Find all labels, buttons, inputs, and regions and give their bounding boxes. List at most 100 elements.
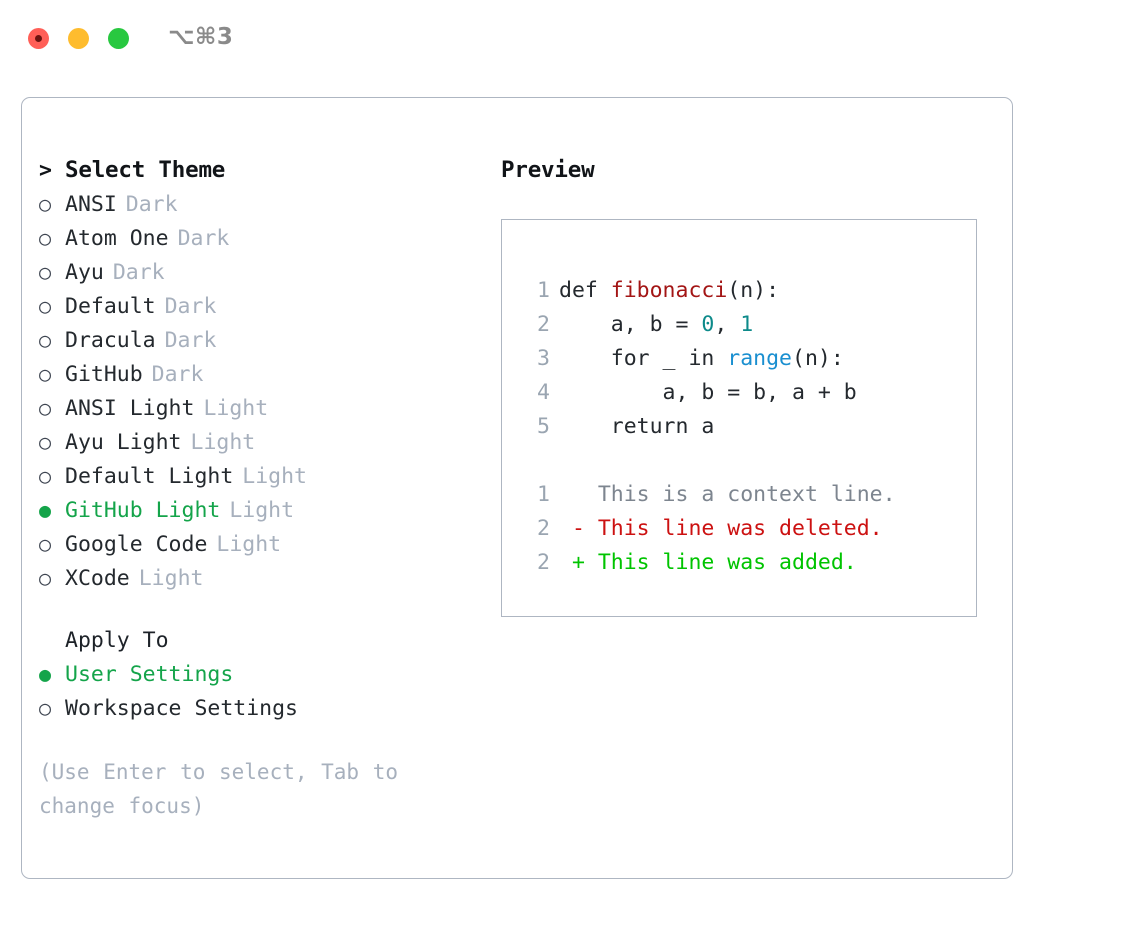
code-token: for _ in bbox=[559, 346, 728, 371]
code-token: (n): bbox=[727, 278, 780, 303]
radio-unselected-icon: ○ bbox=[39, 260, 52, 284]
theme-list-item[interactable]: ○ Dracula Dark bbox=[39, 323, 469, 357]
theme-name: ANSI Light bbox=[65, 396, 195, 421]
theme-name: Dracula bbox=[65, 328, 156, 353]
theme-list-item[interactable]: ○ Atom One Dark bbox=[39, 221, 469, 255]
blank-marker-icon: ○ bbox=[39, 623, 65, 657]
theme-variant-tag: Light bbox=[203, 396, 269, 421]
theme-picker-title-row: > Select Theme bbox=[39, 153, 469, 187]
line-number: 1 bbox=[537, 278, 550, 303]
caret-icon: > bbox=[39, 158, 52, 183]
code-token: def bbox=[559, 278, 611, 303]
code-token: 1 bbox=[740, 312, 754, 337]
spacer bbox=[39, 725, 469, 755]
theme-list-item[interactable]: ○ Ayu Light Light bbox=[39, 425, 469, 459]
theme-list-item[interactable]: ○ Default Dark bbox=[39, 289, 469, 323]
line-number: 2 bbox=[537, 550, 550, 575]
diff-line: 1 This is a context line. bbox=[524, 478, 976, 512]
theme-variant-tag: Dark bbox=[164, 294, 217, 319]
theme-list-item[interactable]: ○ Google Code Light bbox=[39, 527, 469, 561]
theme-variant-tag: Light bbox=[190, 430, 256, 455]
code-token: a, b = bbox=[559, 312, 702, 337]
diff-text: + This line was added. bbox=[559, 550, 857, 575]
code-line: 3 for _ in range(n): bbox=[524, 342, 976, 376]
keyboard-shortcut-label: ⌥⌘3 bbox=[168, 24, 234, 50]
radio-unselected-icon: ○ bbox=[39, 696, 52, 720]
title-bar: ⌥⌘3 bbox=[0, 0, 1140, 76]
code-line: 2 a, b = 0, 1 bbox=[524, 308, 976, 342]
theme-name: Default Light bbox=[65, 464, 234, 489]
close-window-button[interactable] bbox=[28, 28, 49, 49]
theme-name: GitHub bbox=[65, 362, 143, 387]
diff-line: 2 + This line was added. bbox=[524, 546, 976, 580]
theme-variant-tag: Light bbox=[138, 566, 204, 591]
theme-name: ANSI bbox=[65, 192, 117, 217]
radio-unselected-icon: ○ bbox=[39, 396, 52, 420]
preview-title: Preview bbox=[501, 157, 595, 183]
code-token: return a bbox=[559, 414, 715, 439]
code-token: 0 bbox=[701, 312, 715, 337]
theme-name: Atom One bbox=[65, 226, 169, 251]
code-line: 1 def fibonacci(n): bbox=[524, 274, 976, 308]
theme-name: Google Code bbox=[65, 532, 208, 557]
code-token: fibonacci bbox=[610, 278, 728, 303]
spacer bbox=[39, 595, 469, 623]
radio-unselected-icon: ○ bbox=[39, 532, 52, 556]
apply-to-item[interactable]: ○ Workspace Settings bbox=[39, 691, 469, 725]
radio-unselected-icon: ○ bbox=[39, 464, 52, 488]
apply-to-title-row: ○Apply To bbox=[39, 623, 469, 657]
line-number: 5 bbox=[537, 414, 550, 439]
line-number: 2 bbox=[537, 516, 550, 541]
theme-list-item[interactable]: ○ XCode Light bbox=[39, 561, 469, 595]
theme-list-item[interactable]: ○ Default Light Light bbox=[39, 459, 469, 493]
apply-to-list: ● User Settings ○ Workspace Settings bbox=[39, 657, 469, 725]
theme-name: Ayu bbox=[65, 260, 104, 285]
code-line: 5 return a bbox=[524, 410, 976, 444]
diff-text: - This line was deleted. bbox=[559, 516, 883, 541]
radio-selected-icon: ● bbox=[39, 662, 52, 686]
line-number: 3 bbox=[537, 346, 550, 371]
diff-line: 2 - This line was deleted. bbox=[524, 512, 976, 546]
line-number: 2 bbox=[537, 312, 550, 337]
radio-unselected-icon: ○ bbox=[39, 362, 52, 386]
theme-name: XCode bbox=[65, 566, 130, 591]
apply-to-label: User Settings bbox=[65, 662, 234, 687]
code-token: (n): bbox=[792, 346, 844, 371]
theme-name: Default bbox=[65, 294, 156, 319]
theme-variant-tag: Dark bbox=[177, 226, 230, 251]
theme-name: Ayu Light bbox=[65, 430, 182, 455]
maximize-window-button[interactable] bbox=[108, 28, 129, 49]
theme-variant-tag: Light bbox=[242, 464, 308, 489]
radio-unselected-icon: ○ bbox=[39, 328, 52, 352]
minimize-window-button[interactable] bbox=[68, 28, 89, 49]
radio-unselected-icon: ○ bbox=[39, 226, 52, 250]
radio-unselected-icon: ○ bbox=[39, 294, 52, 318]
code-line: 4 a, b = b, a + b bbox=[524, 376, 976, 410]
line-number: 1 bbox=[537, 482, 550, 507]
radio-selected-icon: ● bbox=[39, 498, 52, 522]
theme-name: GitHub Light bbox=[65, 498, 221, 523]
code-token: , bbox=[714, 312, 741, 337]
code-token: range bbox=[727, 346, 793, 371]
diff-text: This is a context line. bbox=[559, 482, 896, 507]
radio-unselected-icon: ○ bbox=[39, 192, 52, 216]
radio-unselected-icon: ○ bbox=[39, 566, 52, 590]
theme-list-item[interactable]: ○ ANSI Light Light bbox=[39, 391, 469, 425]
apply-to-label: Workspace Settings bbox=[65, 696, 298, 721]
page-title: Select Theme bbox=[65, 157, 226, 183]
theme-variant-tag: Dark bbox=[164, 328, 217, 353]
radio-unselected-icon: ○ bbox=[39, 430, 52, 454]
apply-to-item[interactable]: ● User Settings bbox=[39, 657, 469, 691]
theme-variant-tag: Light bbox=[216, 532, 282, 557]
